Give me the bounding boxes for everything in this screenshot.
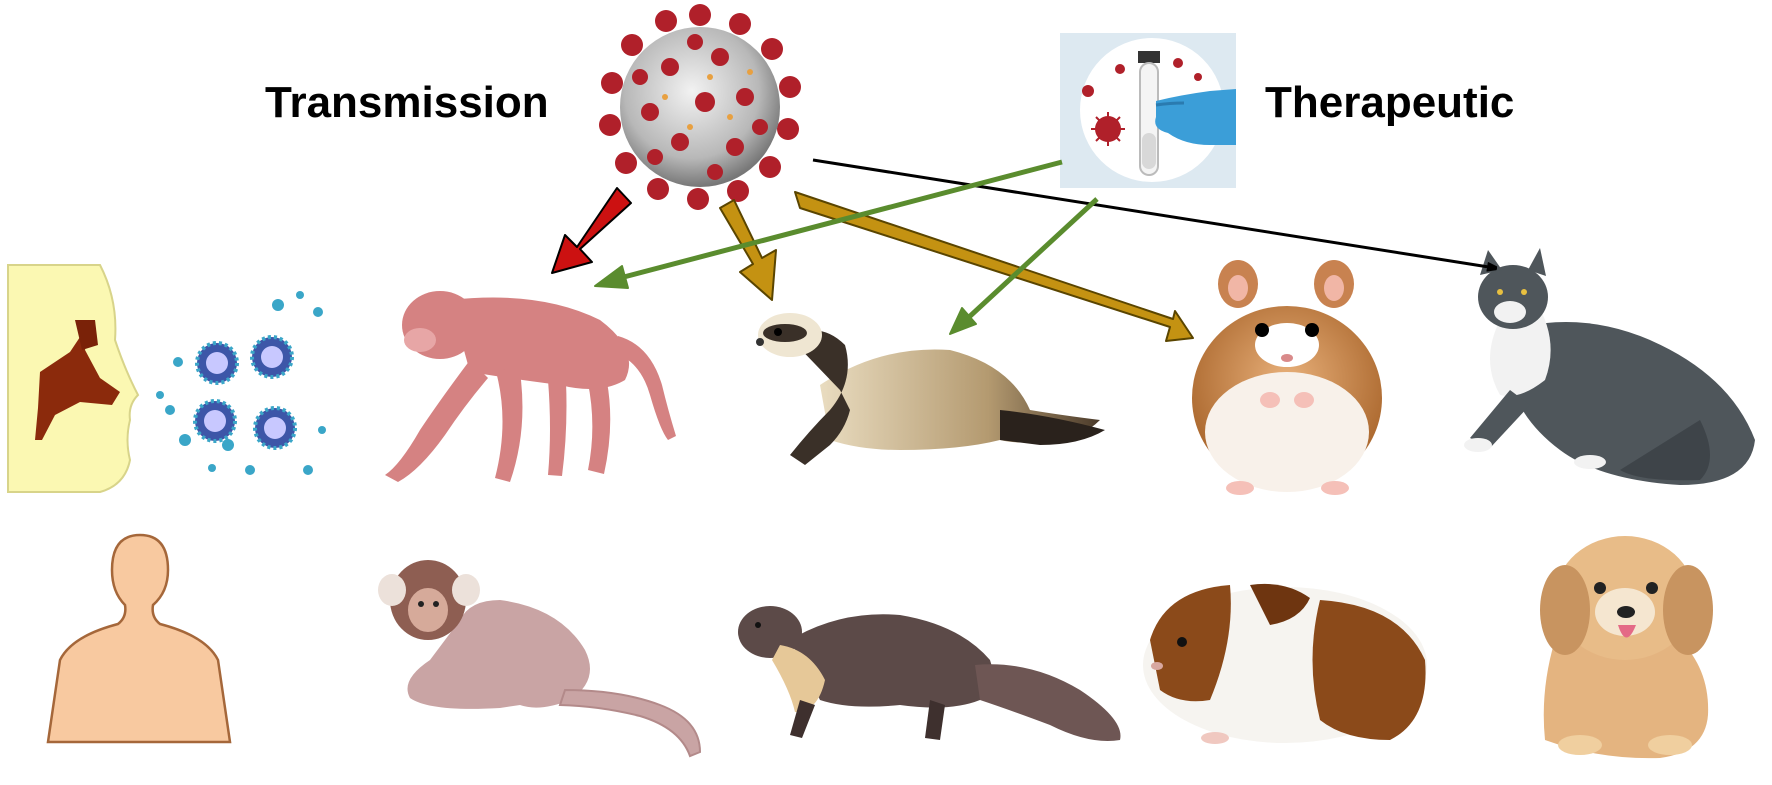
ferret-icon xyxy=(756,313,1105,465)
cat-icon xyxy=(1464,248,1755,485)
arrow-virus-to-ferret xyxy=(719,199,777,301)
arrow-therapeutic-to-ferret xyxy=(966,197,1099,320)
human-body-icon xyxy=(46,533,232,744)
human-head-cross-section-icon xyxy=(7,264,140,493)
coronavirus-icon xyxy=(599,4,801,210)
marmoset-icon xyxy=(378,560,702,758)
mink-icon xyxy=(738,606,1121,741)
arrow-virus-to-cat xyxy=(812,158,1495,268)
guinea-pig-icon xyxy=(1143,583,1427,744)
aerosol-virus-particles-icon xyxy=(156,291,326,475)
hamster-icon xyxy=(1192,260,1382,495)
arrow-virus-to-hamster xyxy=(794,191,1194,342)
arrow-virus-to-macaque xyxy=(551,187,632,274)
dog-icon xyxy=(1540,536,1713,759)
therapeutic-label: Therapeutic xyxy=(1265,78,1515,127)
transmission-label: Transmission xyxy=(265,78,549,127)
test-tube-hand-icon xyxy=(1060,33,1236,188)
macaque-icon xyxy=(385,291,676,482)
arrow-therapeutic-to-macaque xyxy=(619,159,1063,281)
